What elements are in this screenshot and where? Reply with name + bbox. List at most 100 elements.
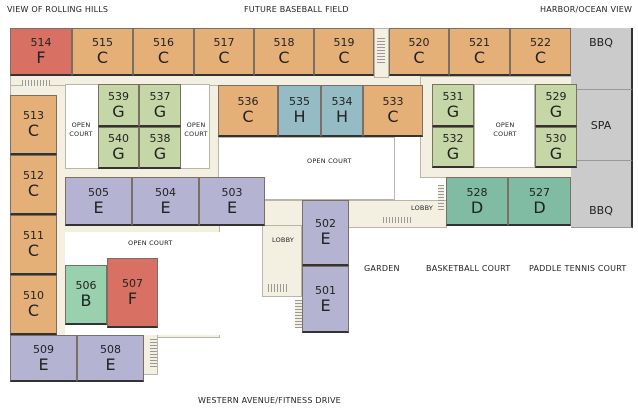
unit-type: C	[218, 48, 230, 67]
unit-number: 522	[530, 36, 551, 49]
unit-number: 517	[213, 36, 235, 49]
unit-type: C	[413, 48, 425, 67]
label-view-rolling-hills: VIEW OF ROLLING HILLS	[7, 5, 109, 14]
unit-number: 508	[100, 342, 121, 356]
unit-type: C	[473, 48, 486, 67]
label-lobby: LOBBY	[411, 204, 434, 212]
unit-number: 518	[273, 36, 295, 49]
unit-type: D	[533, 197, 546, 217]
unit-number: 507	[122, 277, 143, 290]
unit-type: C	[27, 241, 40, 260]
unit-number: 521	[469, 36, 490, 49]
unit-type: C	[27, 301, 40, 320]
label-harbor-ocean-view: HARBOR/OCEAN VIEW	[540, 5, 633, 14]
unit-number: 519	[333, 36, 355, 49]
unit-type: E	[226, 197, 238, 217]
label-lobby: LOBBY	[272, 236, 295, 244]
unit-type: G	[549, 143, 563, 163]
label-open-court: OPEN COURT	[128, 239, 173, 247]
bbq-label: BBQ	[589, 36, 613, 49]
unit-type: G	[153, 101, 167, 121]
unit-number: 530	[545, 131, 567, 145]
unit-type: C	[387, 107, 399, 126]
stairs	[150, 337, 157, 367]
unit-type: G	[446, 101, 460, 121]
unit-type: G	[112, 101, 125, 121]
spa: SPA	[571, 90, 633, 161]
unit-number: 520	[408, 36, 430, 49]
unit-type: E	[320, 229, 331, 248]
unit-number: 529	[545, 89, 567, 103]
unit-type: C	[96, 48, 109, 67]
unit-number: 532	[442, 131, 464, 145]
unit-type: C	[534, 48, 547, 67]
unit-number: 539	[108, 89, 129, 103]
unit-type: G	[549, 101, 563, 121]
unit-number: 535	[289, 95, 310, 108]
label-basketball-court: BASKETBALL COURT	[426, 264, 511, 273]
unit-number: 531	[442, 89, 464, 103]
label-garden: GARDEN	[364, 264, 400, 273]
unit-number: 512	[23, 169, 44, 182]
label-open-court: OPEN COURT	[184, 121, 208, 139]
unit-number: 514	[30, 36, 52, 49]
unit-number: 533	[382, 95, 404, 108]
unit-type: C	[27, 121, 40, 140]
open-court-northeast	[474, 84, 535, 168]
unit-number: 509	[33, 342, 54, 356]
unit-type: C	[157, 48, 170, 67]
unit-type: E	[93, 197, 104, 217]
unit-number: 502	[315, 217, 336, 230]
unit-number: 511	[23, 229, 44, 242]
bbq-label: BBQ	[589, 204, 613, 217]
unit-type: C	[278, 48, 290, 67]
label-open-court: OPEN COURT	[493, 121, 517, 139]
unit-type: C	[242, 107, 254, 126]
unit-number: 540	[108, 132, 129, 145]
label-open-court: OPEN COURT	[69, 121, 93, 139]
bbq-area-south: BBQ	[571, 161, 633, 228]
unit-number: 513	[23, 109, 44, 122]
unit-type: E	[38, 354, 49, 374]
unit-type: C	[27, 181, 40, 200]
stairs	[377, 38, 385, 63]
unit-number: 536	[237, 95, 259, 108]
unit-number: 503	[221, 185, 243, 199]
unit-type: E	[320, 295, 331, 315]
unit-number: 537	[149, 89, 171, 103]
unit-number: 538	[149, 132, 171, 145]
unit-type: G	[153, 144, 167, 163]
label-paddle-tennis-court: PADDLE TENNIS COURT	[529, 264, 627, 273]
stairs	[268, 284, 288, 292]
bbq-area-north: BBQ	[571, 28, 633, 90]
stairs	[438, 185, 444, 210]
unit-type: G	[446, 143, 460, 163]
